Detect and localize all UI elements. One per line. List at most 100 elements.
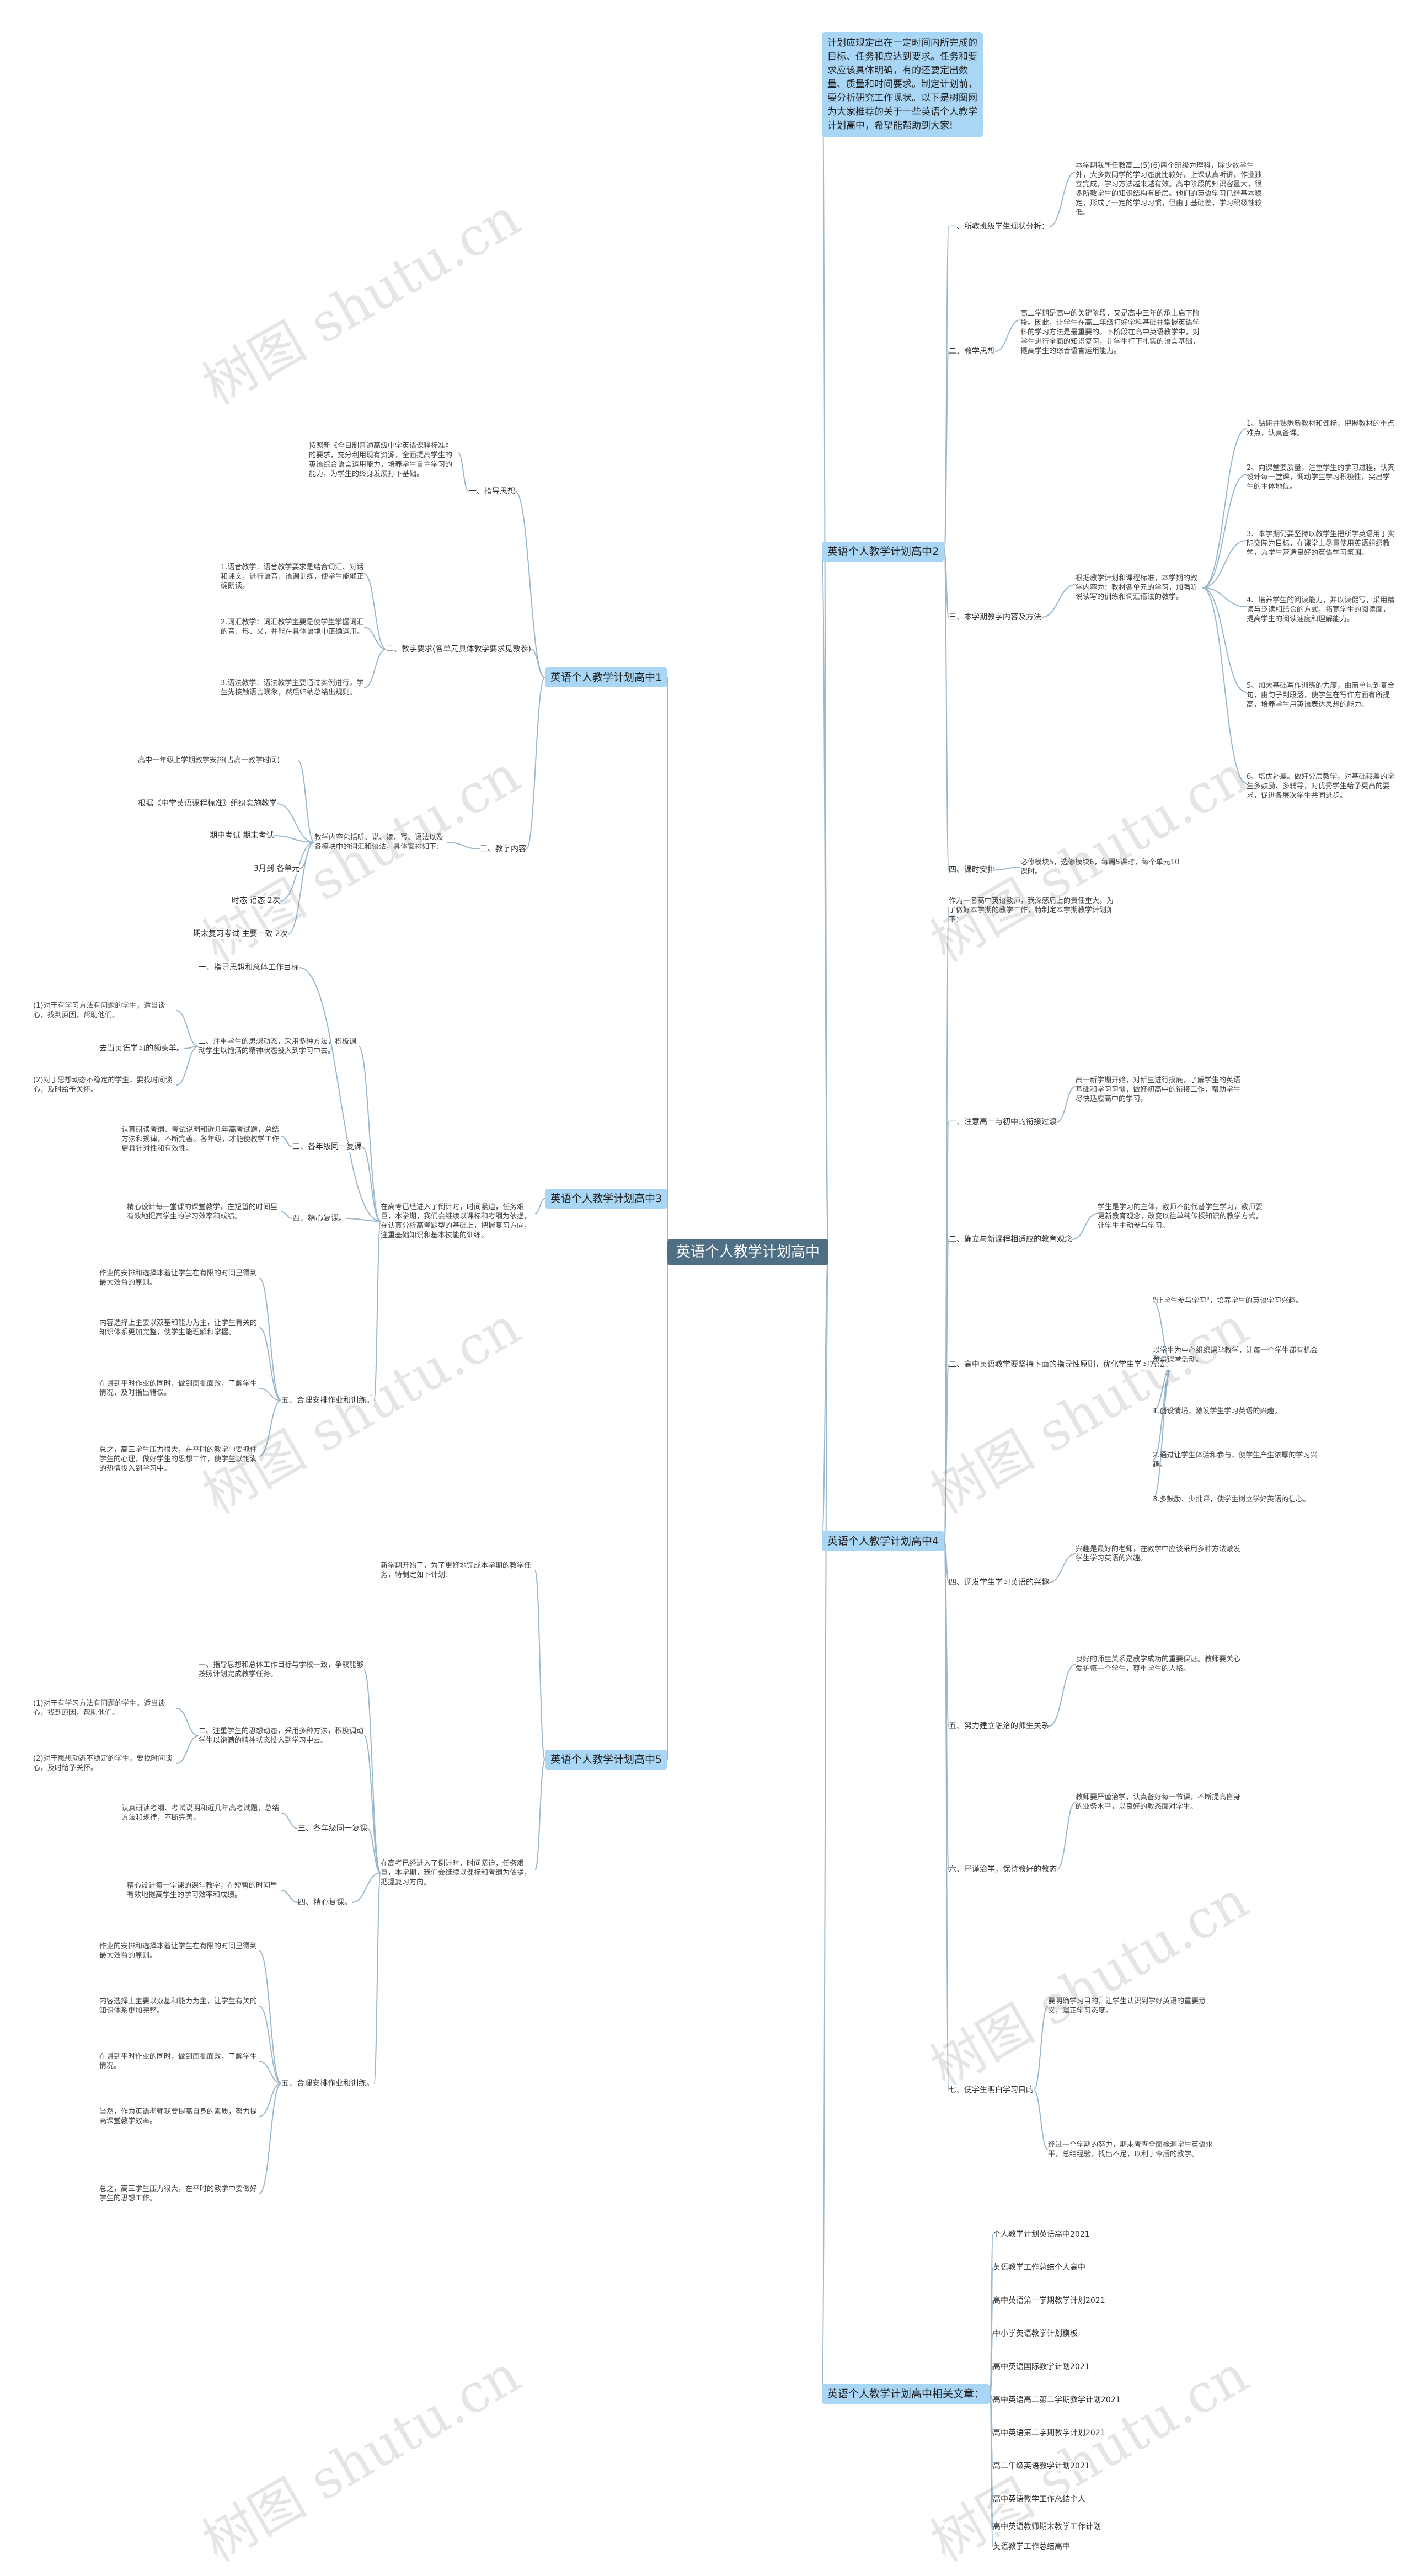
text-b4-4: 兴趣是最好的老师，在教学中应该采用多种方法激发学生学习英语的兴趣。: [1076, 1545, 1241, 1563]
branch-plan-1[interactable]: 英语个人教学计划高中1: [545, 667, 668, 687]
connector-line: [297, 760, 315, 843]
connector-line: [373, 1872, 381, 2084]
topic-b4-2[interactable]: 二、确立与新课程相适应的教育观念: [949, 1234, 1072, 1244]
branch-plan-2[interactable]: 英语个人教学计划高中2: [822, 542, 945, 562]
item-b4-3-5: 3.多鼓励、少批评，使学生树立学好英语的信心。: [1153, 1495, 1311, 1504]
item-b4-3-3: 1.创设情境，激发学生学习英语的兴趣。: [1153, 1407, 1282, 1415]
branch-related-articles[interactable]: 英语个人教学计划高中相关文章：: [822, 2384, 991, 2404]
topic-b2-1[interactable]: 一、所教班级学生现状分析：: [949, 222, 1049, 232]
connector-line: [363, 1669, 381, 1874]
branch-plan-4[interactable]: 英语个人教学计划高中4: [822, 1531, 945, 1551]
related-link[interactable]: 高二年级英语教学计划2021: [993, 2461, 1090, 2471]
text-b4-5: 良好的师生关系是教学成功的重要保证。教师要关心爱护每一个学生，尊重学生的人格。: [1076, 1655, 1241, 1673]
item-b3-2-1: (1)对于有学习方法有问题的学生，适当谈心，找到原因，帮助他们。: [33, 1002, 165, 1019]
connector-line: [1202, 587, 1247, 693]
connector-line: [1152, 1364, 1173, 1412]
connector-line: [176, 1708, 199, 1736]
connector-line: [821, 1252, 829, 2395]
topic-b3-2[interactable]: 二、注重学生的思想动态，采用多种方法，积极调动学生以饱满的精神状态投入到学习中去…: [199, 1038, 357, 1055]
connector-line: [534, 1570, 545, 1760]
text-b2-4: 必修模块5，选修模块6，每周5课时，每个单元10课时。: [1020, 858, 1180, 876]
item-b5-2-1: (1)对于有学习方法有问题的学生，适当谈心，找到原因，帮助他们。: [33, 1699, 165, 1717]
connector-line: [1049, 1553, 1076, 1583]
item-b4-7-2: 经过一个学期的努力，期末考查全面检测学生英语水平，总结经验，找出不足，以利于今后…: [1048, 2141, 1213, 2158]
related-link[interactable]: 高中英语教学工作总结个人: [993, 2494, 1085, 2504]
topic-b4-6[interactable]: 六、严谨治学，保持教好的教态: [949, 1864, 1057, 1874]
topic-b2-3[interactable]: 三、本学期教学内容及方法: [949, 612, 1041, 622]
topic-b3-1[interactable]: 一、指导思想和总体工作目标: [199, 963, 299, 972]
related-link[interactable]: 高中英语第二学期教学计划2021: [993, 2428, 1105, 2438]
topic-b5-4[interactable]: 四、精心复课。: [298, 1898, 352, 1907]
topic-b5-2[interactable]: 二、注重学生的思想动态，采用多种方法，积极调动学生以饱满的精神状态投入到学习中去…: [199, 1727, 364, 1745]
connector-line: [1049, 1664, 1076, 1727]
topic-b1-1[interactable]: 一、指导思想: [469, 487, 515, 496]
related-link[interactable]: 英语教学工作总结个人高中: [993, 2263, 1085, 2273]
connector-line: [281, 1136, 293, 1147]
related-link[interactable]: 英语教学工作总结高中: [993, 2542, 1070, 2552]
connector-line: [363, 1735, 381, 1874]
connector-line: [1202, 540, 1247, 589]
topic-b1-2[interactable]: 二、教学要求(各单元具体教学要求见教参): [386, 644, 531, 654]
text-b2-3: 根据教学计划和课程标准，本学期的教学内容为：教材各单元的学习，加强听说读写的训练…: [1076, 574, 1198, 601]
connector-line: [287, 842, 315, 934]
connector-line: [821, 42, 829, 1253]
item-b5-5-2: 内容选择上主要以双基和能力为主，让学生有关的知识体系更加完整。: [99, 1997, 258, 2015]
topic-b4-7[interactable]: 七、使学生明白学习目的: [949, 2085, 1034, 2095]
connector-line: [1152, 1364, 1173, 1500]
connector-line: [1056, 1086, 1076, 1123]
text-b1-1: 按照新《全日制普通高级中学英语课程标准》的要求，充分利用现有资源，全面提高学生的…: [309, 442, 453, 478]
topic-b2-2[interactable]: 二、教学思想: [949, 346, 995, 356]
item-b3-2-3: (2)对于思想动态不稳定的学生，要找时间谈心，及时给予关怀。: [33, 1076, 173, 1094]
connector-line: [1202, 587, 1247, 607]
item-b4-3-2: 以学生为中心组织课堂教学，让每一个学生都有机会参与课堂活动。: [1153, 1346, 1318, 1364]
connector-line: [821, 551, 829, 1253]
connector-line: [1033, 2089, 1049, 2150]
text-b5-4: 精心设计每一堂课的课堂教学，在短暂的时间里有效地提高学生的学习效率和成绩。: [127, 1882, 278, 1899]
note-b5: 在高考已经进入了倒计时，时间紧迫，任务艰巨，本学期，我们会继续以课标和考纲为依据…: [381, 1859, 532, 1886]
connector-line: [363, 573, 387, 650]
related-link[interactable]: 高中英语第一学期教学计划2021: [993, 2296, 1105, 2306]
text-b1-3: 教学内容包括听、说、读、写、语法以及各模块中的词汇和语法，具体安排如下：: [314, 833, 444, 851]
topic-b4-5[interactable]: 五、努力建立融洽的师生关系: [949, 1721, 1049, 1731]
connector-line: [534, 1759, 545, 1870]
note-b5-head: 新学期开始了，为了更好地完成本学期的教学任务，特制定如下计划：: [381, 1562, 532, 1579]
related-link[interactable]: 高中英语国际教学计划2021: [993, 2362, 1090, 2372]
connector-line: [273, 835, 315, 843]
branch-plan-5[interactable]: 英语个人教学计划高中5: [545, 1750, 668, 1770]
topic-b5-1[interactable]: 一、指导思想和总体工作目标与学校一致，争取能够按照计划完成教学任务。: [199, 1661, 364, 1679]
connector-line: [259, 1388, 282, 1401]
related-link[interactable]: 中小学英语教学计划模板: [993, 2329, 1078, 2339]
item-b1-3-6: 期末复习考试 主要一致 2次: [193, 929, 288, 939]
connector-line: [457, 452, 469, 492]
intro-note: 计划应规定出在一定时间内所完成的目标、任务和应达到要求。任务和要求应该具体明确，…: [822, 32, 983, 137]
item-b3-2-2: 去当英语学习的领头羊。: [99, 1044, 184, 1054]
related-link[interactable]: 个人教学计划英语高中2021: [993, 2230, 1090, 2240]
related-link[interactable]: 高中英语高二第二学期教学计划2021: [993, 2395, 1121, 2405]
connector-line: [259, 1327, 282, 1401]
topic-b4-3[interactable]: 三、高中英语教学要坚持下面的指导性原则，优化学生学习方法：: [949, 1360, 1173, 1370]
branch-plan-3[interactable]: 英语个人教学计划高中3: [545, 1189, 668, 1209]
connector-line: [259, 1400, 282, 1457]
connector-line: [990, 2366, 993, 2395]
topic-b3-3[interactable]: 三、各年级同一复课: [292, 1142, 362, 1152]
connector-line: [1072, 1213, 1098, 1240]
topic-b5-5[interactable]: 五、合理安排作业和训练。: [281, 2078, 374, 2088]
item-b4-3-4: 2.通过让学生体验和参与，使学生产生浓厚的学习兴趣。: [1153, 1451, 1318, 1469]
topic-b2-4[interactable]: 四、课时安排: [949, 865, 995, 875]
item-b1-3-1: 高中一年级上学期教学安排(占高一教学时间): [138, 756, 280, 765]
root-node[interactable]: 英语个人教学计划高中: [667, 1239, 829, 1265]
topic-b4-4[interactable]: 四、调发学生学习英语的兴趣: [949, 1578, 1049, 1588]
connector-line: [281, 1813, 298, 1829]
topic-b4-1[interactable]: 一、注意高一与初中的衔接过渡: [949, 1117, 1057, 1127]
connector-line: [363, 627, 387, 650]
text-b3-3: 认真研读考纲、考试说明和近几年高考试题，总结方法和规律，不断完善。各年级，才能使…: [121, 1126, 280, 1153]
item-b2-3-5: 5、加大基础写作训练的力度，由简单句到复合句，由句子到段落，使学生在写作方面有所…: [1247, 682, 1395, 709]
topic-b3-4[interactable]: 四、精心复课。: [292, 1214, 346, 1223]
text-b4-1: 高一新学期开始，对新生进行摸底，了解学生的英语基础和学习习惯，做好初高中的衔接工…: [1076, 1076, 1241, 1103]
topic-b1-3[interactable]: 三、教学内容: [480, 844, 526, 854]
related-link[interactable]: 高中英语教师期末教学工作计划: [993, 2522, 1101, 2532]
item-b1-3-4: 3月到 各单元: [254, 864, 300, 874]
topic-b3-5[interactable]: 五、合理安排作业和训练。: [281, 1396, 374, 1405]
topic-b5-3[interactable]: 三、各年级同一复课: [298, 1824, 367, 1834]
connector-line: [363, 649, 387, 688]
